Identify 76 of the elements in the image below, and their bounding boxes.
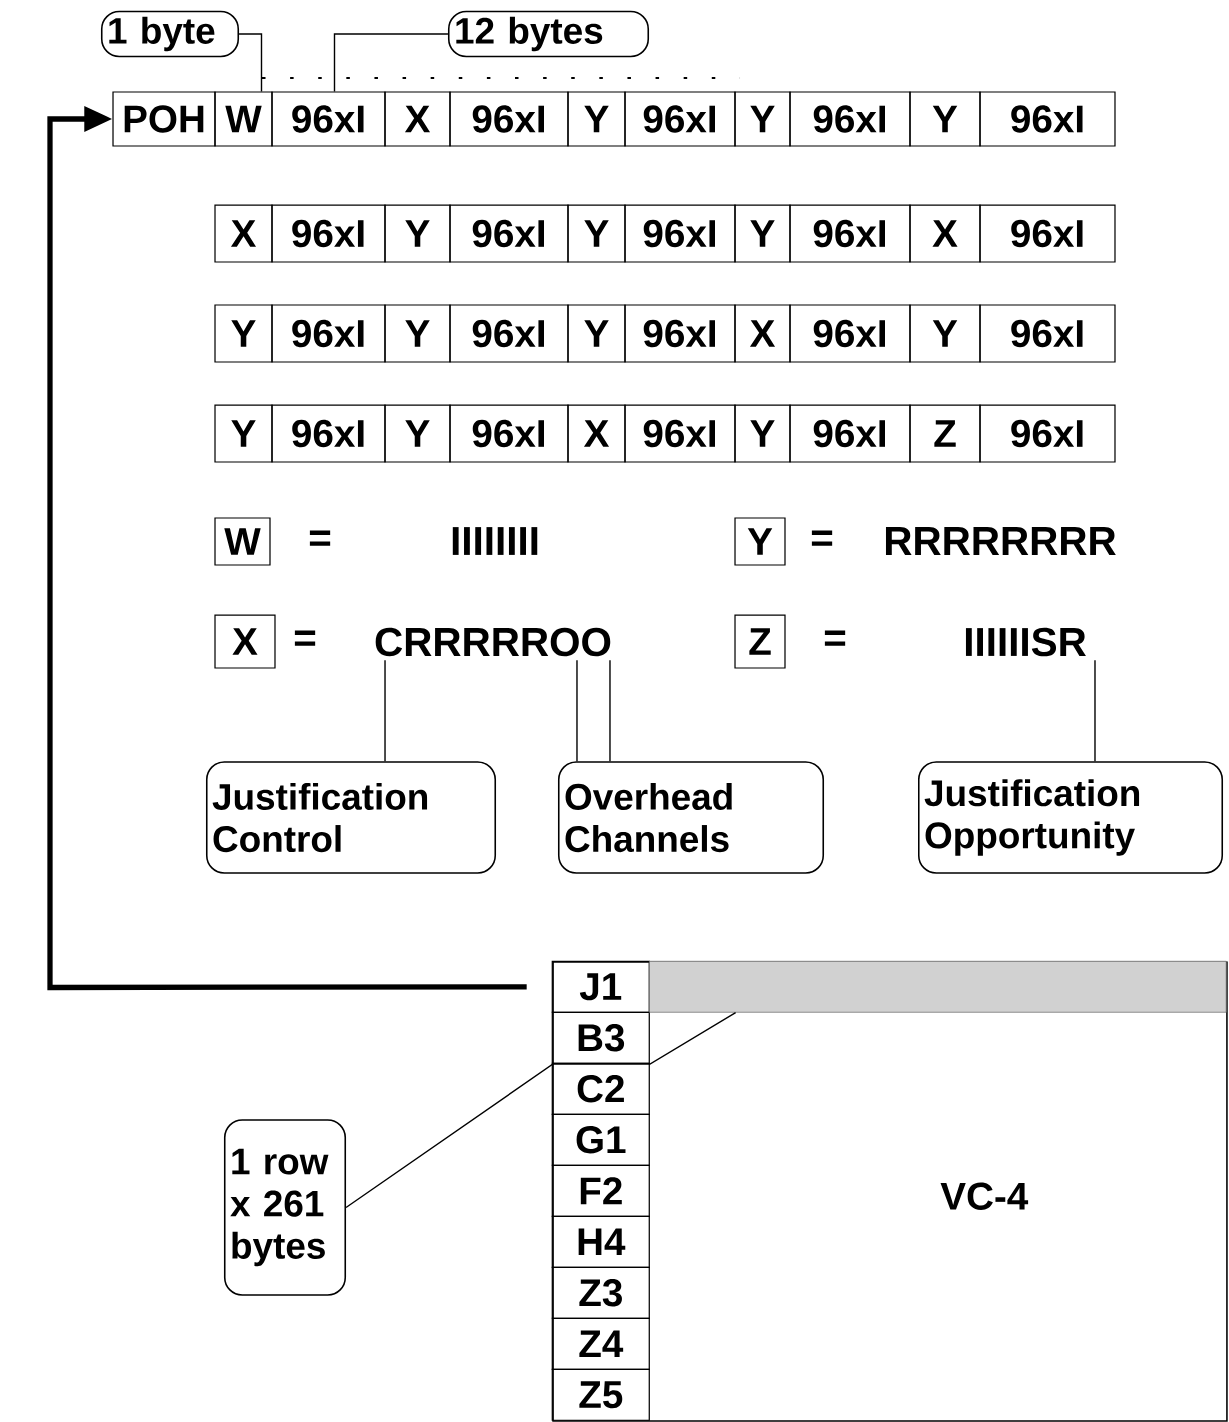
callout-bubble: 12 bytes <box>447 10 650 58</box>
frame-cell: X <box>384 91 451 147</box>
frame-cell: 96xI <box>624 304 736 363</box>
equals-sign: = <box>824 630 846 646</box>
frame-cell: Y <box>567 204 626 263</box>
frame-cell: Y <box>384 404 451 463</box>
frame-cell: Y <box>734 91 791 147</box>
j1-row-bar <box>649 960 1227 1013</box>
frame-cell: Y <box>734 204 791 263</box>
frame-cell: Y <box>214 304 273 363</box>
equals-sign: = <box>811 530 833 546</box>
frame-cell: 96xI <box>979 304 1116 363</box>
frame-cell: 96xI <box>449 91 569 147</box>
frame-cell: 96xI <box>449 204 569 263</box>
leader-line <box>609 659 611 762</box>
frame-cell: Y <box>734 404 791 463</box>
frame-cell: 96xI <box>271 204 386 263</box>
frame-cell: F2 <box>551 1164 650 1217</box>
frame-cell: G1 <box>551 1113 650 1166</box>
leader-line <box>345 1011 737 1209</box>
leader-line <box>238 33 263 93</box>
frame-cell: Y <box>734 517 786 566</box>
bit-pattern: IIIIIISR <box>965 627 1086 657</box>
bit-pattern: IIIIIIII <box>452 527 538 555</box>
callout-bubble: 1 row x 261 bytes <box>223 1119 347 1296</box>
equals-sign: = <box>309 530 331 546</box>
frame-cell: W <box>214 91 273 147</box>
callout-bubble: Justification Opportunity <box>917 761 1224 874</box>
leader-line <box>333 33 449 93</box>
frame-cell: Z5 <box>551 1368 650 1421</box>
connector-arrow <box>47 105 527 991</box>
frame-cell: Z <box>734 614 786 669</box>
frame-cell: 96xI <box>449 404 569 463</box>
frame-cell: Z3 <box>551 1266 650 1319</box>
frame-cell: 96xI <box>271 304 386 363</box>
frame-cell: Y <box>567 91 626 147</box>
frame-cell: Y <box>567 304 626 363</box>
frame-cell: 96xI <box>271 91 386 147</box>
frame-cell: 96xI <box>624 204 736 263</box>
frame-cell: 96xI <box>789 204 911 263</box>
frame-cell: X <box>214 614 276 669</box>
frame-cell: W <box>214 517 271 566</box>
frame-cell: B3 <box>551 1011 650 1064</box>
frame-cell: 96xI <box>789 404 911 463</box>
equals-sign: = <box>294 630 316 646</box>
frame-cell: POH <box>112 91 216 147</box>
frame-cell: Z <box>909 404 981 463</box>
frame-cell: 96xI <box>979 404 1116 463</box>
callout-bubble: 1 byte <box>100 10 240 58</box>
frame-cell: 96xI <box>624 91 736 147</box>
frame-cell: 96xI <box>271 404 386 463</box>
frame-cell: X <box>567 404 626 463</box>
frame-cell: 96xI <box>449 304 569 363</box>
frame-cell: C2 <box>551 1062 650 1115</box>
frame-cell: 96xI <box>979 204 1116 263</box>
frame-cell: H4 <box>551 1215 650 1268</box>
bit-pattern: CRRRRROO <box>375 627 611 657</box>
frame-cell: Z4 <box>551 1317 650 1370</box>
frame-cell: X <box>214 204 273 263</box>
callout-bubble: Overhead Channels <box>557 761 825 874</box>
frame-cell: Y <box>214 404 273 463</box>
frame-cell: 96xI <box>979 91 1116 147</box>
frame-cell: Y <box>909 304 981 363</box>
frame-cell: 96xI <box>789 304 911 363</box>
leader-line <box>1094 659 1096 762</box>
callout-bubble: Justification Control <box>205 761 497 874</box>
frame-cell: X <box>734 304 791 363</box>
frame-cell: X <box>909 204 981 263</box>
frame-cell: 96xI <box>624 404 736 463</box>
frame-cell: Y <box>384 304 451 363</box>
frame-cell: Y <box>909 91 981 147</box>
bit-pattern: RRRRRRRR <box>886 527 1116 555</box>
leader-line <box>384 659 386 762</box>
frame-cell: 96xI <box>789 91 911 147</box>
frame-cell: Y <box>384 204 451 263</box>
leader-line <box>576 659 578 762</box>
